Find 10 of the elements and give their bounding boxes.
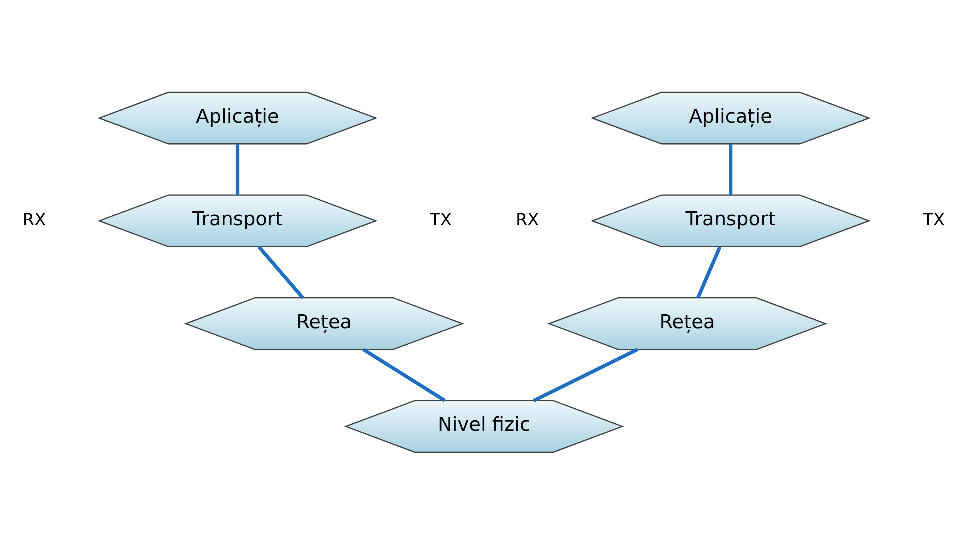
label: RX: [516, 210, 540, 230]
label: TX: [430, 210, 452, 230]
connector: [362, 348, 446, 402]
connector: [258, 246, 305, 300]
label: TX: [923, 210, 945, 230]
label: RX: [22, 210, 46, 230]
connector: [533, 348, 639, 403]
connector: [236, 144, 240, 196]
connector: [729, 144, 733, 196]
connector: [696, 246, 722, 299]
